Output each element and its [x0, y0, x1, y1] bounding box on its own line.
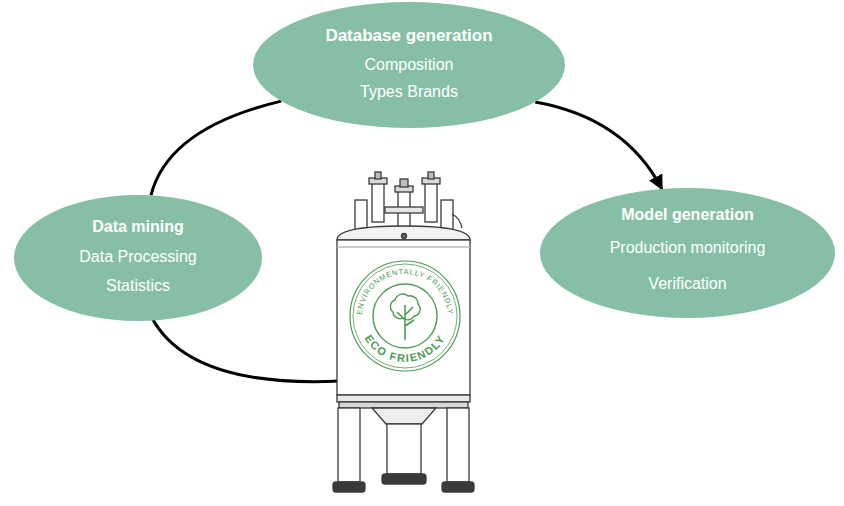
ellipse-node: Data miningData Processing Statistics: [14, 195, 262, 321]
eco-stamp: [350, 261, 460, 371]
node-heading: Data mining: [92, 216, 184, 238]
stamp-text-path: ENVIRONMENTALLY FRIENDLY: [355, 267, 455, 315]
cycle-connector: [151, 101, 281, 195]
node-content: Data miningData Processing Statistics: [14, 195, 262, 321]
ellipse-fill: [14, 195, 262, 321]
stamp-text: ENVIRONMENTALLY FRIENDLY: [355, 267, 455, 315]
node-body: Data Processing Statistics: [63, 242, 213, 300]
ellipse-node: Model generationProduction monitoring Ve…: [540, 188, 835, 318]
stamp-text-path: ECO FRIENDLY: [363, 332, 448, 364]
cycle-line: [152, 318, 340, 382]
cycle-connector: [535, 102, 662, 189]
ellipse-fill: [540, 188, 835, 318]
node-content: Database generationComposition Types Bra…: [253, 2, 565, 128]
node-heading: Model generation: [621, 204, 753, 226]
node-body: Production monitoring Verification: [588, 230, 788, 302]
node-heading: Database generation: [325, 25, 492, 47]
stamp-text: ECO FRIENDLY: [363, 332, 448, 364]
ellipse-node: Database generationComposition Types Bra…: [253, 2, 565, 128]
node-content: Model generationProduction monitoring Ve…: [540, 188, 835, 318]
node-body: Composition Types Brands: [349, 51, 469, 105]
ellipse-fill: [253, 2, 565, 128]
